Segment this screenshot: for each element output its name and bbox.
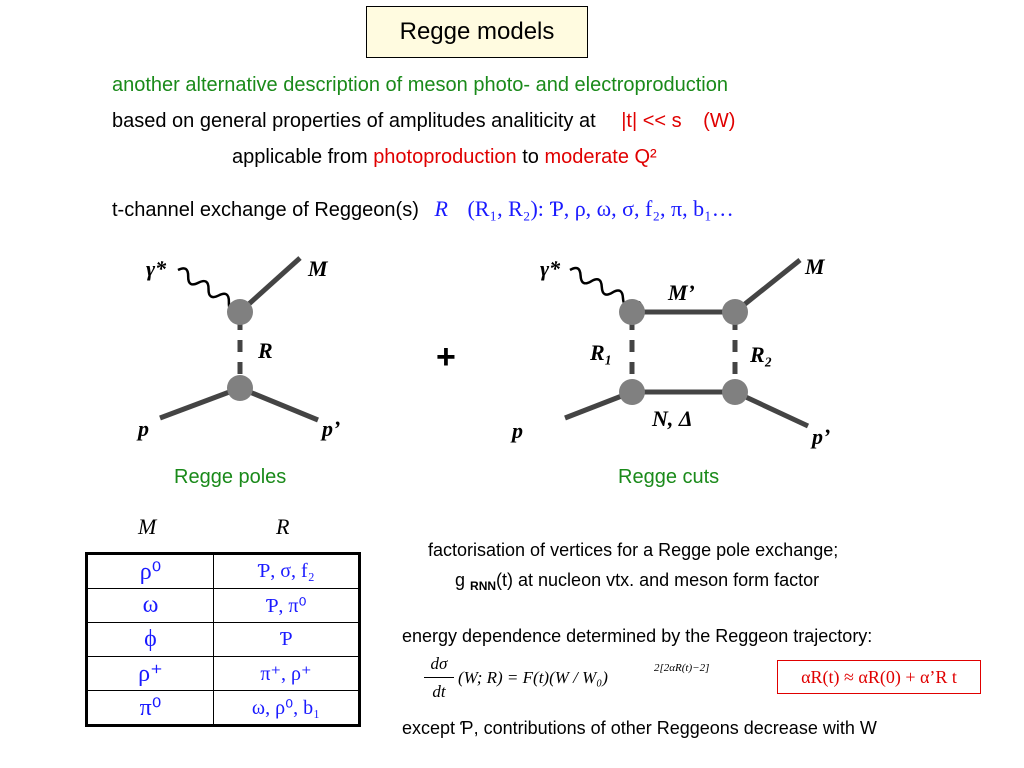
table-header-meson: M [138, 514, 157, 539]
plus-sign: + [436, 338, 456, 376]
formula-exponent: 2[2αR(t)−2] [654, 662, 710, 674]
table-row: π⁰ ω, ρ⁰, b₁ [86, 690, 360, 726]
coupling-g: g [455, 570, 466, 590]
exchange-symbol: R [434, 196, 448, 221]
meson-vertex [227, 299, 253, 325]
table-cell-reggeons: Ƥ, π⁰ [213, 588, 360, 623]
vertex-bottom-left [619, 379, 645, 405]
pole-proton-out-label: p’ [322, 416, 341, 441]
vertex-top-left [619, 299, 645, 325]
note-energy: energy dependence determined by the Regg… [402, 626, 873, 646]
intro-to: to [522, 146, 539, 168]
exchange-text: t-channel exchange of Reggeon(s) [112, 199, 419, 221]
trajectory-formula-box: αR(t) ≈ αR(0) + α’R t [777, 660, 981, 694]
regge-cuts-caption: Regge cuts [618, 466, 720, 488]
intro-line-2: based on general properties of amplitude… [112, 110, 735, 133]
cut-meson-label: M [805, 254, 825, 279]
table-cell-meson: π⁰ [86, 690, 214, 726]
meson-line [238, 256, 302, 314]
table-cell-reggeons: π⁺, ρ⁺ [213, 656, 360, 691]
note-except: except Ƥ, contributions of other Reggeon… [402, 718, 877, 738]
intro-line-2-text: based on general properties of amplitude… [112, 110, 596, 132]
nucleon-vertex [227, 375, 253, 401]
table-cell-reggeons: Ƥ [213, 622, 360, 657]
cut-intermediate-meson-label: M’ [668, 280, 695, 305]
cut-reggeon2-label: R₂ [750, 342, 773, 367]
table-cell-meson: ϕ [86, 622, 214, 657]
exchange-list: (R₁, R₂): Ƥ, ρ, ω, σ, f₂, π, b₁… [467, 196, 734, 221]
proton-out-line [239, 385, 319, 423]
proton-out-line-cut [733, 389, 810, 429]
formula-fraction-bar [424, 677, 454, 678]
pole-gamma-label: γ* [146, 256, 167, 281]
regge-cut-diagram [564, 258, 810, 429]
formula-body: (W; R) = F(t)(W / W₀) [458, 668, 608, 687]
pole-meson-label: M [308, 256, 328, 281]
formula-denominator: dt [432, 682, 446, 701]
cut-proton-out-label: p’ [812, 424, 831, 449]
cut-gamma-label: γ* [540, 256, 561, 281]
proton-in-line [159, 385, 241, 421]
cut-proton-in-label: p [512, 418, 523, 443]
table-row: ϕ Ƥ [86, 622, 360, 657]
meson-line-cut [733, 258, 802, 314]
coupling-subscript: RNN [470, 579, 497, 593]
intro-photoproduction: photoproduction [373, 146, 517, 168]
cut-baryon-label: N, Δ [652, 406, 693, 431]
table-row: ρ⁰ Ƥ, σ, f₂ [86, 553, 360, 589]
table-header-reggeon: R [276, 514, 290, 539]
slide-title: Regge models [366, 6, 588, 58]
intro-condition: |t| << s [621, 110, 682, 132]
exchange-line: t-channel exchange of Reggeon(s) R (R₁, … [112, 196, 734, 222]
coupling-rest: (t) at nucleon vtx. and meson form facto… [496, 570, 820, 590]
note-factorisation: factorisation of vertices for a Regge po… [428, 540, 839, 560]
formula-numerator: dσ [430, 654, 448, 673]
note-coupling: g RNN(t) at nucleon vtx. and meson form … [455, 570, 820, 593]
table-row: ω Ƥ, π⁰ [86, 588, 360, 623]
feynman-diagrams [159, 256, 810, 429]
regge-pole-diagram [159, 256, 319, 423]
meson-reggeon-table: ρ⁰ Ƥ, σ, f₂ ω Ƥ, π⁰ ϕ Ƥ ρ⁺ π⁺, ρ⁺ π⁰ ω, … [85, 552, 361, 727]
intro-line-3: applicable from photoproduction to moder… [232, 146, 657, 169]
table-cell-reggeons: Ƥ, σ, f₂ [213, 553, 360, 589]
regge-poles-caption: Regge poles [174, 466, 287, 488]
intro-moderate: moderate Q² [544, 146, 657, 168]
vertex-top-right [722, 299, 748, 325]
photon-line [177, 267, 235, 314]
intro-line-1: another alternative description of meson… [112, 74, 728, 96]
table-cell-reggeons: ω, ρ⁰, b₁ [213, 690, 360, 726]
pole-proton-in-label: p [138, 416, 149, 441]
intro-w: (W) [703, 110, 736, 132]
table-row: ρ⁺ π⁺, ρ⁺ [86, 656, 360, 691]
cut-reggeon1-label: R₁ [590, 340, 613, 365]
table-cell-meson: ρ⁰ [86, 553, 214, 589]
table-cell-meson: ρ⁺ [86, 656, 214, 691]
vertex-bottom-right [722, 379, 748, 405]
intro-applicable: applicable from [232, 146, 368, 168]
pole-reggeon-label: R [258, 338, 273, 363]
table-cell-meson: ω [86, 588, 214, 623]
